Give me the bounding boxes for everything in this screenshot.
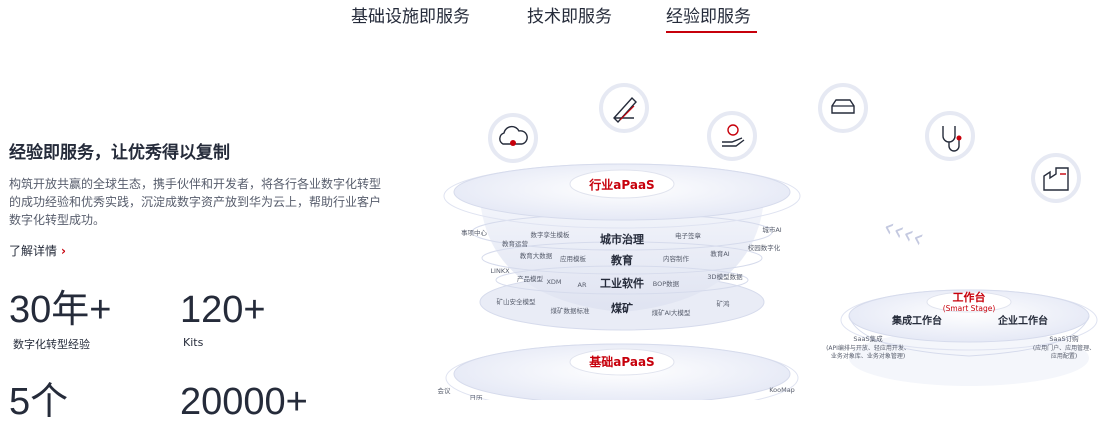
tag-label: 校园数字化 [748,243,781,252]
stat-count: 5个 [9,382,68,422]
tag-label: 煤矿AI大模型 [652,308,691,317]
hand-coin-icon [707,111,757,161]
tag-label: 教育AI [710,249,729,258]
industry-apaas-title: 行业aPaaS [588,177,654,192]
tag-label: LINKX [490,267,510,275]
layer-city-governance: 城市治理 [600,232,644,246]
workbench-title: 工作台 [953,290,986,304]
tag-label: 矿山安全模型 [497,297,537,306]
tag-label: 教育运营 [502,239,529,248]
tab-bar: 基础设施即服务 技术即服务 经验即服务 [0,0,1109,40]
workbench-caption: 业务对象库、业务对象管理) [831,352,905,360]
tag-label: 3D模型数据 [707,272,743,281]
chevron-right-icon: › [61,244,66,258]
tab-experience-as-a-service[interactable]: 经验即服务 [666,7,751,27]
tag-label: KooMap [769,386,795,394]
layer-coal-mine: 煤矿 [611,301,633,315]
tab-infrastructure-as-a-service[interactable]: 基础设施即服务 [351,7,470,27]
stat-label: 数字化转型经验 [13,338,90,351]
workbench-caption: (应用门户、应用管理、 [1033,344,1095,352]
workbench-caption: SaaS订购 [1049,334,1079,343]
intro-section: 经验即服务，让优秀得以复制 构筑开放共赢的全球生态，携手伙伴和开发者，将各行各业… [9,138,389,229]
tag-label: 城市AI [762,225,781,234]
stat-kits: 120+ Kits [180,290,266,349]
layer-industrial-software: 工业软件 [600,276,644,290]
tag-label: AR [578,281,587,289]
active-tab-underline [666,31,757,33]
cloud-icon [488,113,538,163]
arrow-left-icon: ‹‹‹‹ [879,212,928,254]
smart-stage-workbench: 工作台 (Smart Stage) 集成工作台 企业工作台 SaaS集成 (AP… [826,289,1098,386]
tag-label: 教育大数据 [520,251,553,260]
architecture-diagram: ‹‹‹‹ 行业aPaaS 城市治理 教育 工业软件 煤矿 数字孪生模板 电子签章… [438,83,1098,400]
stat-partners: 20000+ [180,382,308,422]
workbench-subtitle: (Smart Stage) [943,304,996,313]
workbench-caption: (API编排与开放、轻应用开发、 [826,344,910,352]
tab-technology-as-a-service[interactable]: 技术即服务 [527,7,612,27]
enterprise-workbench-label: 企业工作台 [997,314,1048,327]
base-apaas-title: 基础aPaaS [588,354,654,369]
car-icon [818,83,868,133]
tag-label: 煤矿数据标准 [551,306,591,315]
workbench-caption: 应用配置) [1051,352,1077,360]
section-description: 构筑开放共赢的全球生态，携手伙伴和开发者，将各行各业数字化转型的成功经验和优秀实… [9,177,382,227]
tag-label: 事项中心 [461,228,488,237]
layer-education: 教育 [610,253,633,267]
tag-label: 数字孪生模板 [531,230,571,239]
tag-label: BOP数据 [653,279,680,288]
stat-number: 120+ [180,289,266,331]
stethoscope-icon [925,111,975,161]
stat-label: Kits [183,336,204,349]
stat-number: 30年+ [9,289,112,331]
stat-number: 20000+ [180,381,308,423]
industry-apaas-stack: 行业aPaaS 城市治理 教育 工业软件 煤矿 数字孪生模板 电子签章 城市AI… [443,163,801,331]
learn-more-label: 了解详情 [9,244,58,258]
tag-label: 应用模板 [560,254,587,263]
factory-icon [1031,153,1081,203]
tag-label: 内容制作 [663,254,690,263]
tag-label: XDM [546,278,561,286]
base-apaas-stack: 基础aPaaS 会议 KooMap 日历 [438,343,799,400]
integration-workbench-label: 集成工作台 [891,314,942,327]
stat-years: 30年+ 数字化转型经验 [9,290,111,352]
workbench-caption: SaaS集成 [853,334,883,343]
tag-label: 会议 [438,386,452,395]
tag-label: 产品模型 [517,274,544,283]
pen-ruler-icon [599,83,649,133]
section-title: 经验即服务，让优秀得以复制 [9,143,230,163]
stat-number: 5个 [9,381,69,423]
tag-label: 日历 [470,394,484,400]
tag-label: 矿鸿 [717,299,731,308]
learn-more-link[interactable]: 了解详情› [9,242,66,259]
tag-label: 电子签章 [675,231,702,240]
